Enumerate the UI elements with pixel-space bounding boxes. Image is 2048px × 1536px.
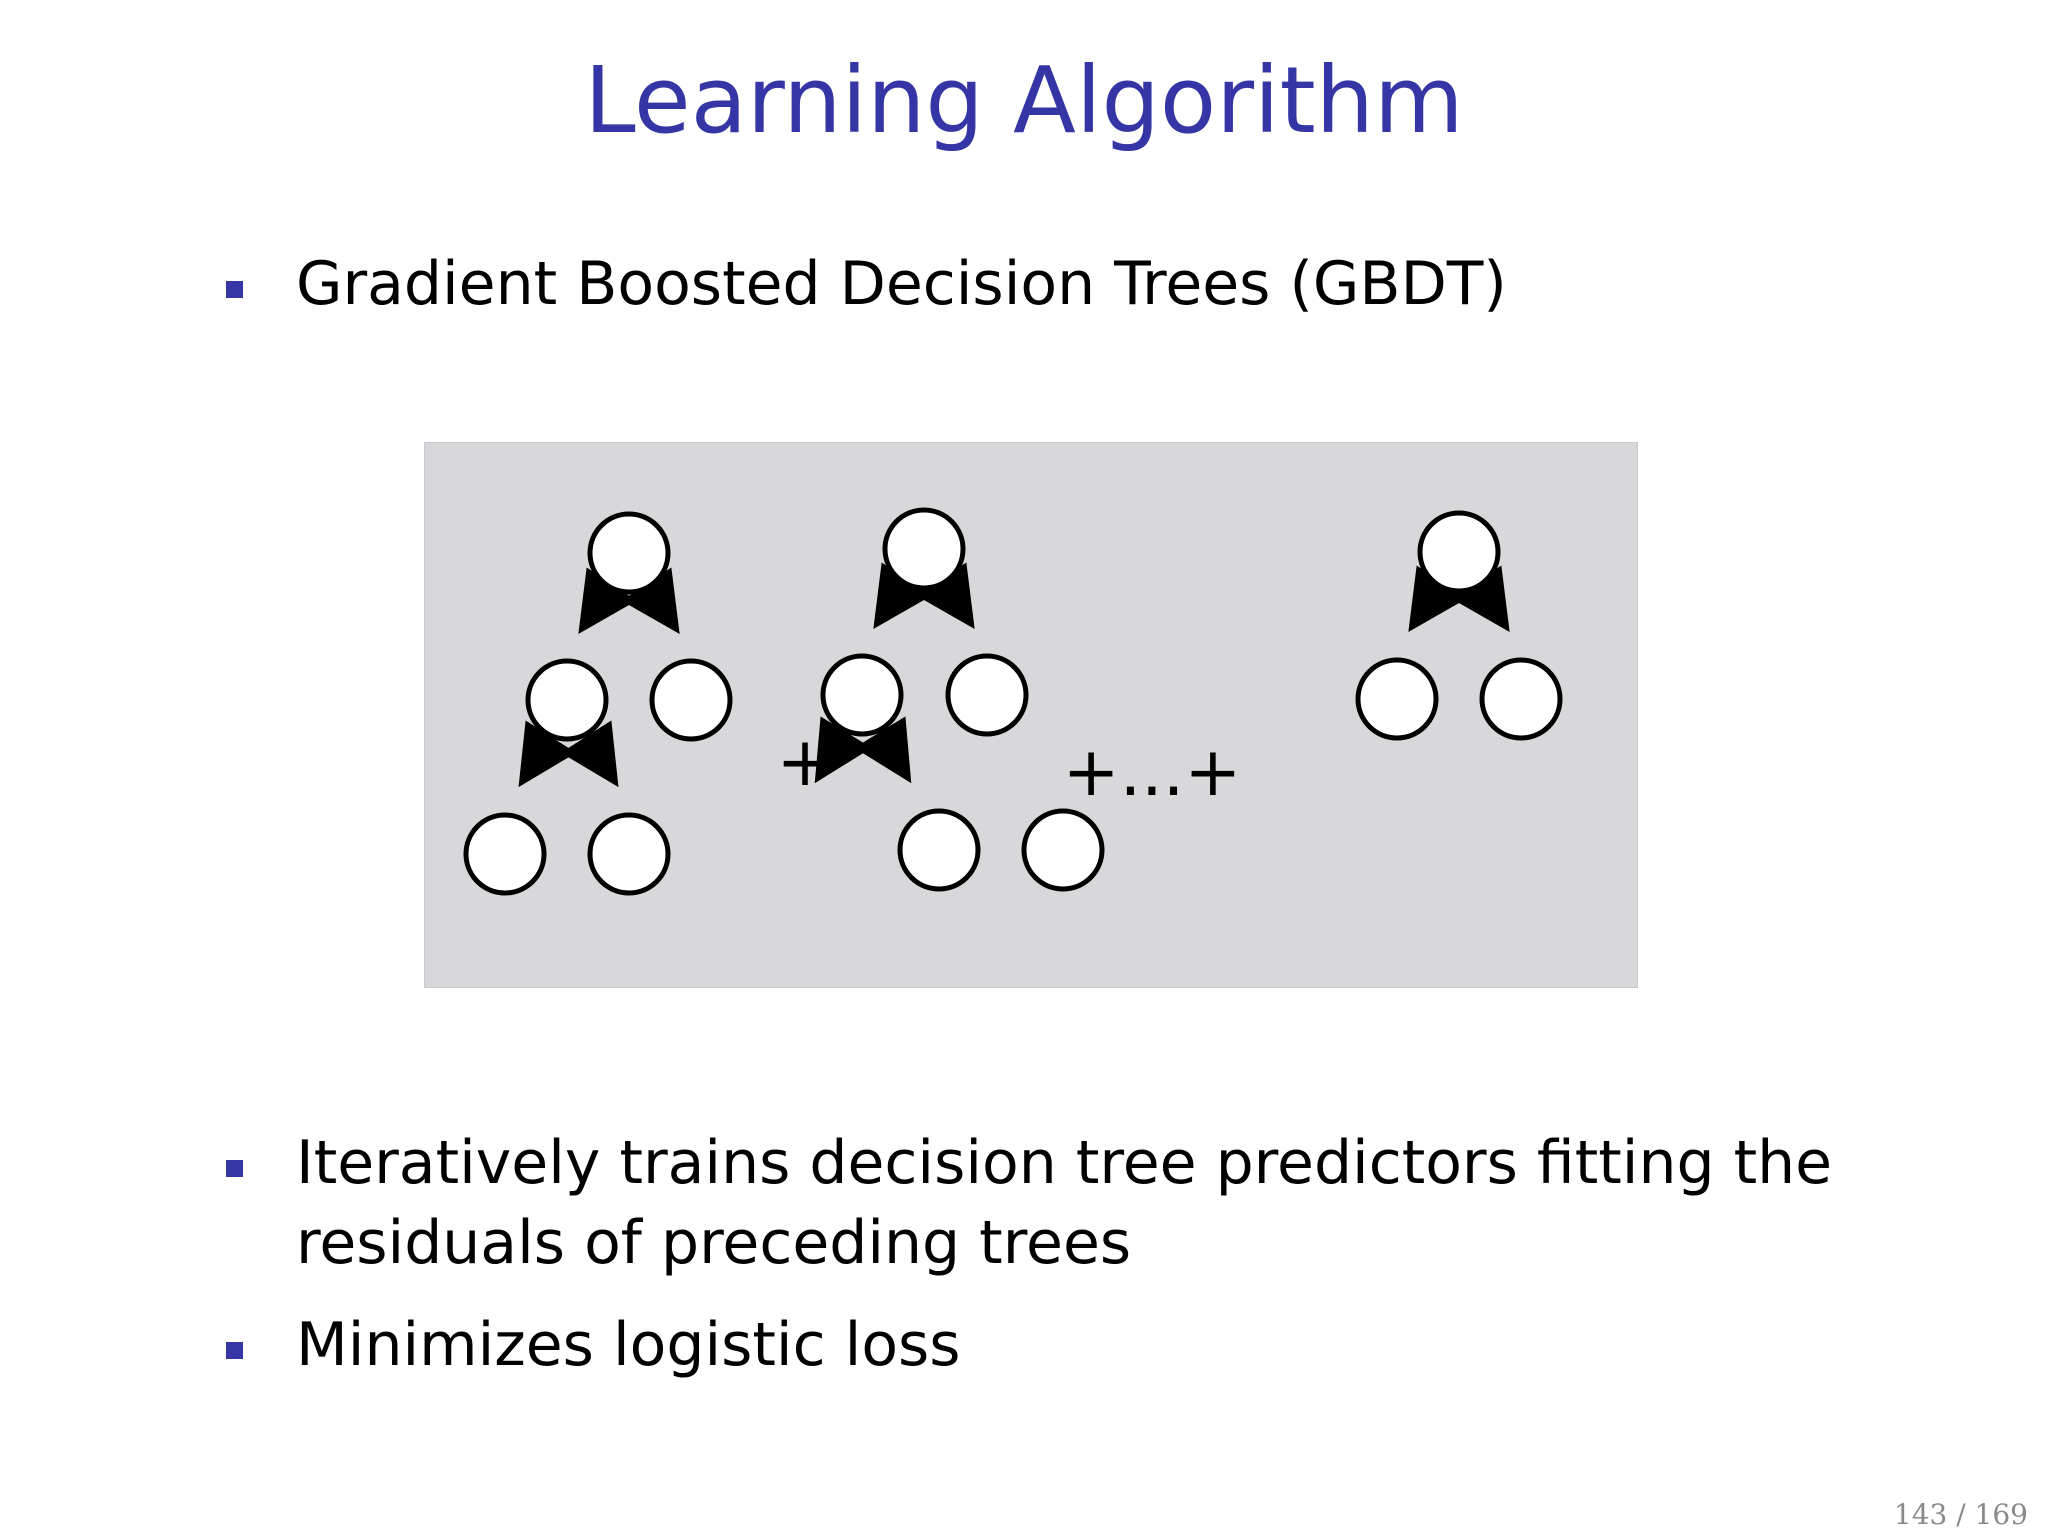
bullet-text: Minimizes logistic loss (296, 1310, 961, 1380)
tree-node (463, 812, 547, 896)
bullet-text-line-2: residuals of preceding trees (296, 1208, 1132, 1278)
decision-tree-1 (463, 511, 733, 896)
bullet-text: Gradient Boosted Decision Trees (GBDT) (296, 249, 1507, 319)
square-bullet-icon (226, 281, 243, 298)
tree-node (945, 653, 1029, 737)
tree-node (1479, 657, 1563, 741)
tree-node (649, 658, 733, 742)
tree-node (882, 507, 966, 591)
square-bullet-icon (226, 1342, 243, 1359)
decision-tree-2 (814, 507, 1105, 892)
page-number: 143 / 169 (1893, 1498, 2028, 1531)
gbdt-diagram: + +...+ (424, 442, 1638, 988)
tree-node (587, 511, 671, 595)
tree-node (820, 653, 904, 737)
square-bullet-icon (226, 1160, 243, 1177)
slide-title: Learning Algorithm (584, 47, 1464, 154)
tree-node (897, 808, 981, 892)
tree-node (1417, 510, 1501, 594)
ellipsis-operator: +...+ (1063, 733, 1242, 812)
tree-ensemble-figure: + +...+ (463, 507, 1563, 896)
tree-node (1355, 657, 1439, 741)
tree-node (525, 658, 609, 742)
tree-node (587, 812, 671, 896)
tree-node (1021, 808, 1105, 892)
decision-tree-3 (1355, 510, 1563, 741)
bullet-text-line-1: Iteratively trains decision tree predict… (296, 1128, 1833, 1198)
